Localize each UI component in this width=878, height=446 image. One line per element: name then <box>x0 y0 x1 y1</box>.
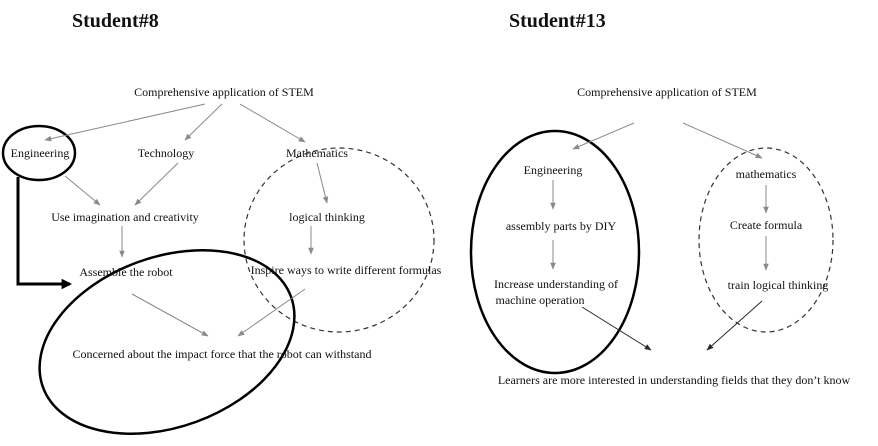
left-root-node: Comprehensive application of STEM <box>134 85 314 99</box>
student-8-map: Student#8 Comprehensive application of S… <box>1 10 442 435</box>
assembly-diy-node: assembly parts by DIY <box>506 219 617 233</box>
imagination-node: Use imagination and creativity <box>51 210 199 224</box>
engineering-outcome-circle <box>38 249 296 435</box>
left-engineering-node: Engineering <box>11 146 70 160</box>
engineering-to-imagination-arrow <box>64 175 101 206</box>
root-to-engineering-arrow <box>44 103 206 142</box>
engineering-highlight-circle <box>1 124 77 182</box>
inspire-to-impact-arrow <box>237 288 306 337</box>
increase-understanding-line-2: machine operation <box>496 293 585 307</box>
right-mathematics-node: mathematics <box>736 167 797 181</box>
student-13-title: Student#13 <box>509 10 606 32</box>
left-technology-node: Technology <box>138 146 194 160</box>
train-to-learners-arrow <box>706 300 763 351</box>
student-13-map: Student#13 Comprehensive application of … <box>469 10 851 387</box>
engineering-solid-ellipse <box>469 129 641 375</box>
assemble-to-impact-arrow <box>131 293 209 337</box>
train-logical-node: train logical thinking <box>728 278 829 292</box>
impact-force-node: Concerned about the impact force that th… <box>73 347 372 361</box>
increase-understanding-line-1: Increase understanding of <box>494 277 618 291</box>
logical-thinking-node: logical thinking <box>289 210 365 224</box>
increase-to-learners-arrow <box>581 306 652 351</box>
student-8-title: Student#8 <box>72 10 159 32</box>
assemble-robot-node: Assemble the robot <box>79 265 173 279</box>
technology-to-imagination-arrow <box>134 162 179 206</box>
create-formula-node: Create formula <box>730 218 803 232</box>
engineering-to-assemble-thick-arrow <box>16 177 73 290</box>
mathematics-dashed-ellipse <box>698 147 834 333</box>
mathematics-dashed-circle <box>243 147 435 333</box>
root-to-engineering-arrow-r <box>572 122 635 150</box>
right-engineering-node: Engineering <box>524 163 583 177</box>
root-to-mathematics-arrow-r <box>682 122 763 159</box>
inspire-formulas-node: Inspire ways to write different formulas <box>251 263 442 277</box>
right-root-node: Comprehensive application of STEM <box>577 85 757 99</box>
root-to-technology-arrow <box>184 103 223 141</box>
mathematics-to-logical-arrow <box>316 162 329 204</box>
learners-interest-node: Learners are more interested in understa… <box>498 373 851 387</box>
left-mathematics-node: Mathematics <box>286 146 348 160</box>
root-to-mathematics-arrow <box>239 103 306 143</box>
